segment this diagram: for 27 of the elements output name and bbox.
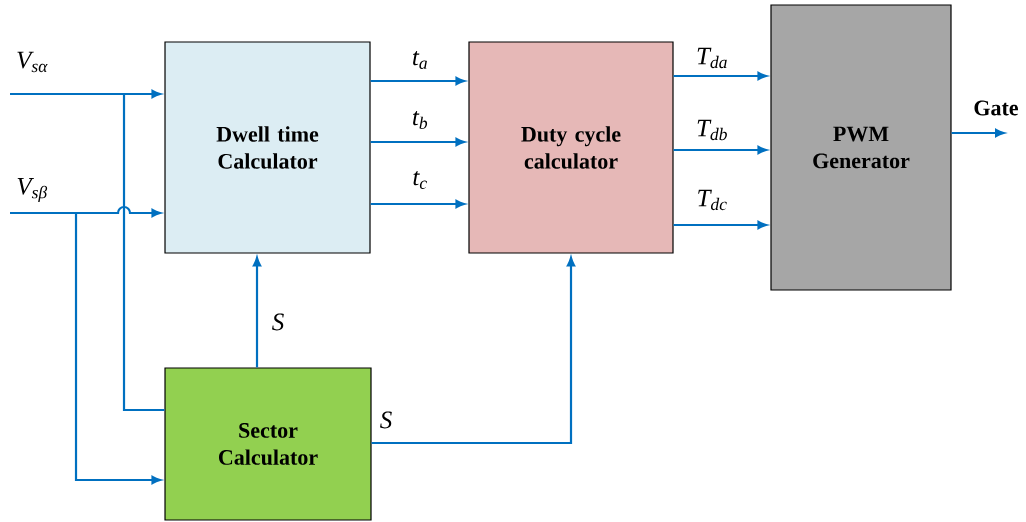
arrow	[74, 213, 162, 485]
block-box: Sector Calculator	[164, 367, 372, 521]
arrow	[673, 71, 768, 81]
arrow	[370, 199, 466, 209]
arrow	[10, 205, 162, 218]
edge-label: V$_{sβ}$	[17, 178, 48, 202]
edge-label: T$_{db}$	[697, 119, 727, 141]
arrow	[370, 137, 466, 147]
arrow	[673, 145, 768, 155]
block-box: PWM Generator	[770, 4, 952, 291]
edge-label: T$_{da}$	[697, 47, 727, 69]
block-box: Duty cycle calculator	[468, 41, 674, 254]
arrow	[252, 256, 262, 368]
edge-label: S	[272, 313, 284, 331]
edge-label: t$_{a}$	[413, 51, 427, 69]
edge-label: T$_{dc}$	[698, 189, 727, 211]
block-box: Dwell time Calculator	[164, 41, 371, 254]
arrow	[951, 128, 1005, 138]
edge-label: Gate	[974, 100, 1019, 116]
edge-label: V$_{sα}$	[17, 51, 48, 73]
arrow	[371, 256, 576, 445]
arrow	[370, 76, 466, 86]
edge-label: t$_{b}$	[413, 111, 428, 129]
edge-label: S	[380, 411, 392, 429]
edge-label: t$_{c}$	[413, 171, 427, 189]
arrow	[10, 89, 162, 99]
arrow	[673, 220, 768, 230]
